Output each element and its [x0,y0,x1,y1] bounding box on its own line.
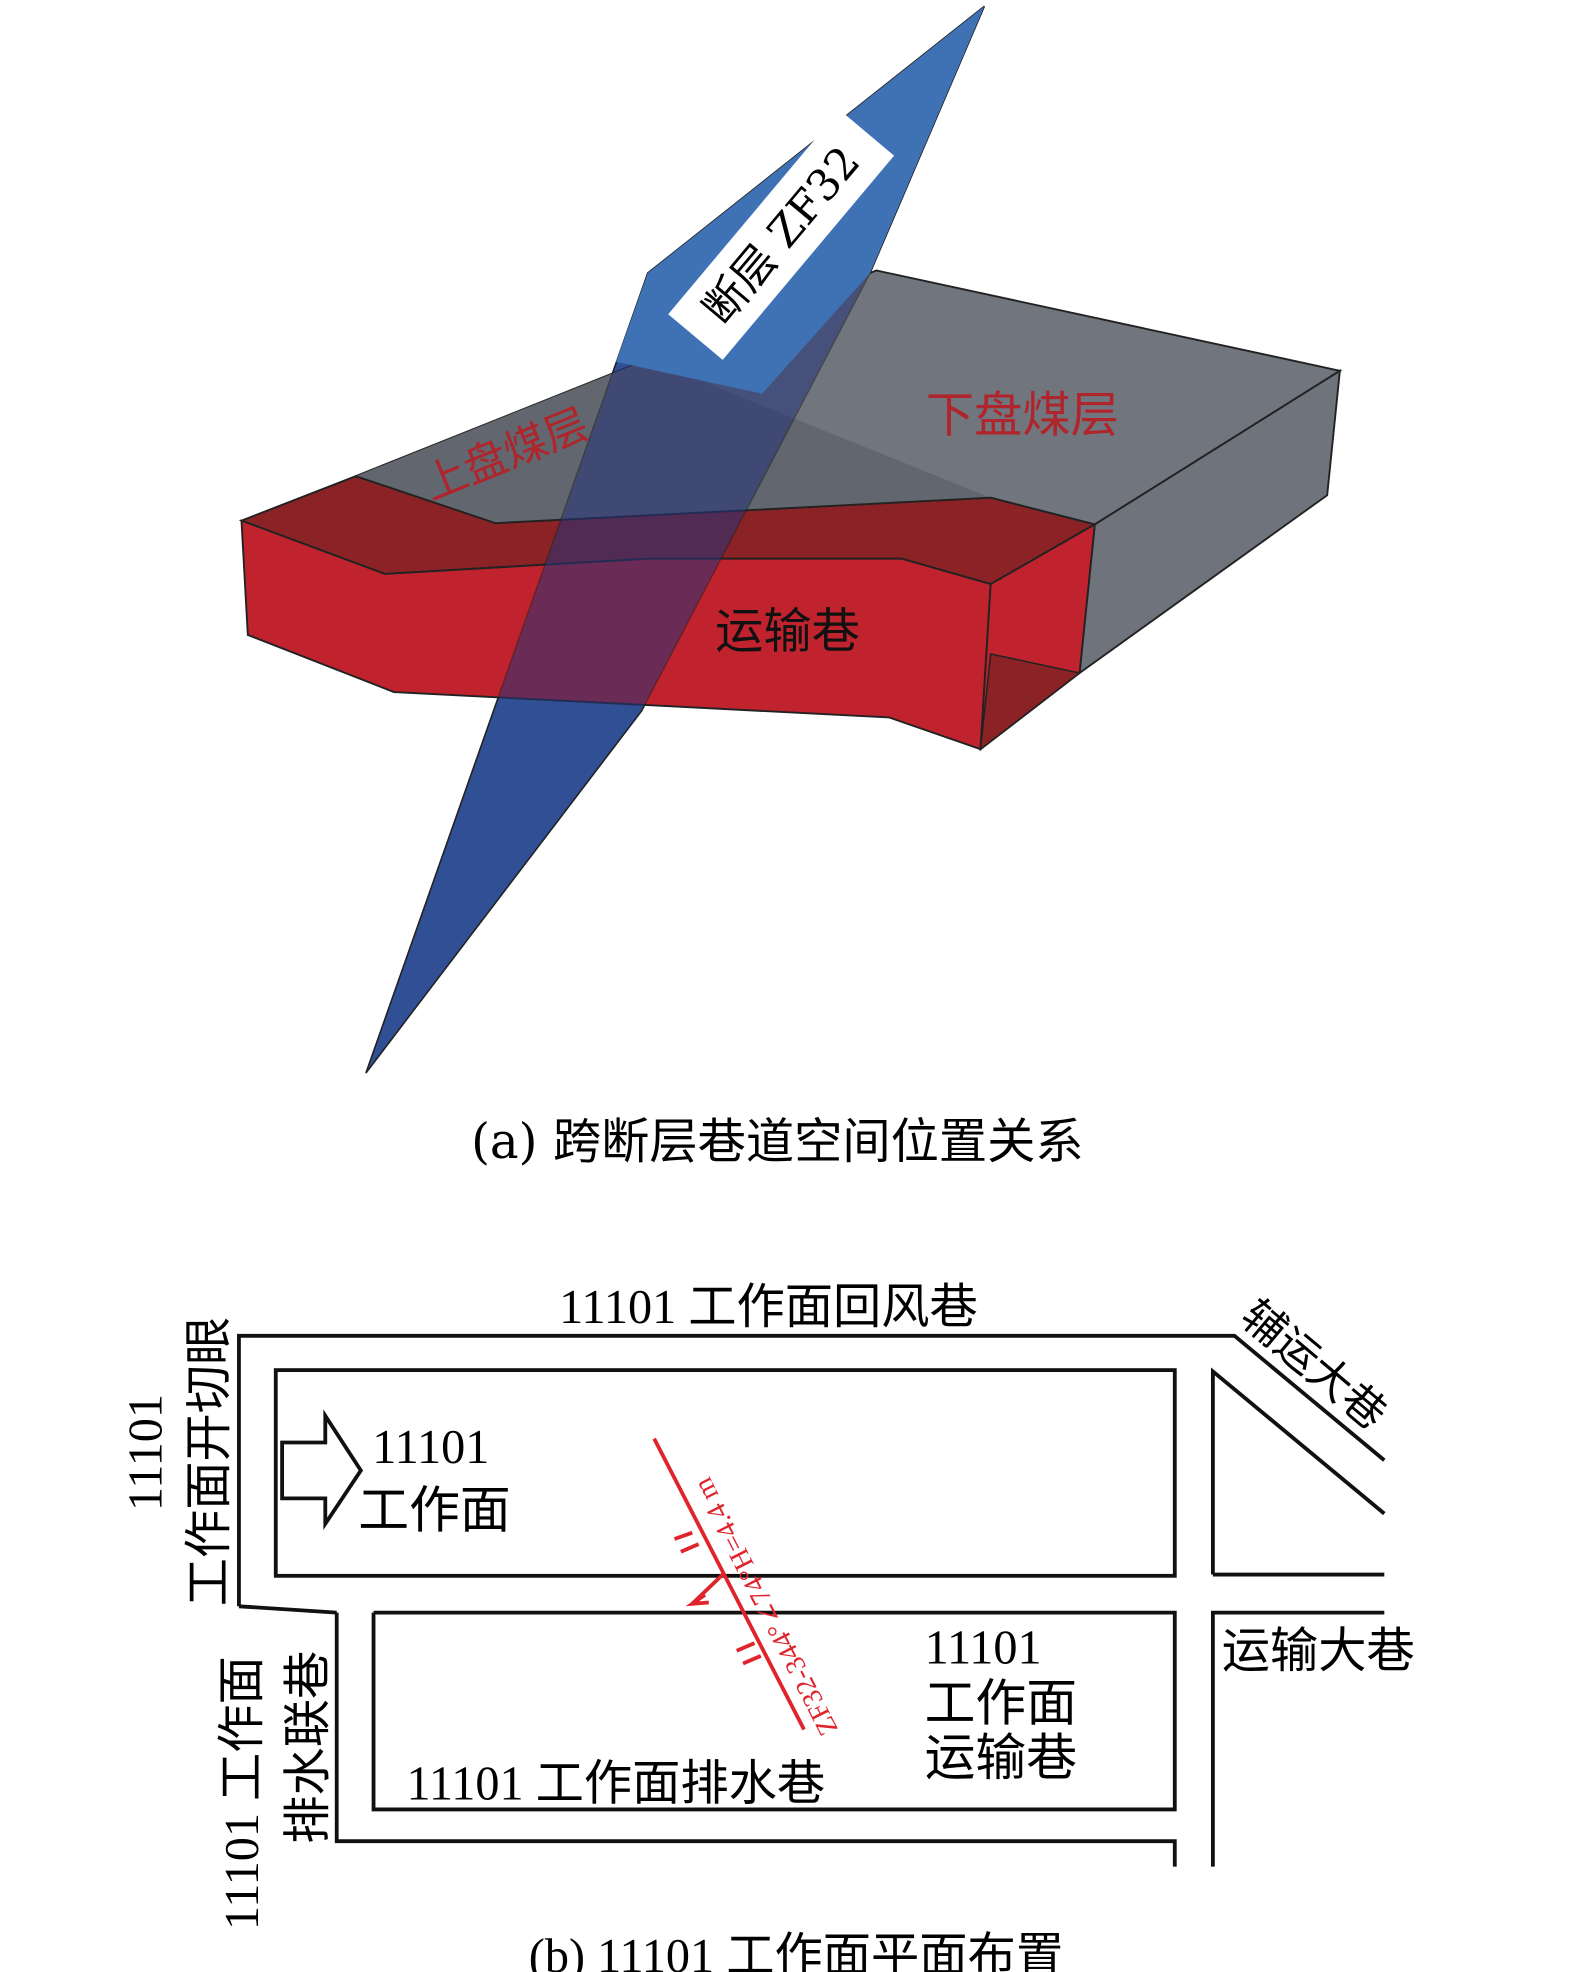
main-transport-label: 运输大巷 [1222,1623,1415,1679]
footwall-seam-label: 下盘煤层 [926,388,1119,444]
caption-b: (b) 11101 工作面平面布置 [529,1930,1064,1972]
caption-a: (a) 跨断层巷道空间位置关系 [471,1114,1084,1170]
aux-roadway-label: 辅运大巷 [1231,1291,1395,1440]
mining-direction-arrow [280,1409,364,1531]
drain-link-label-a: 11101 工作面 [216,1656,269,1930]
cut-hole-num: 11101 [119,1394,172,1511]
drain-link [334,1612,1177,1867]
diagram-3d: 断层 ZF32 上盘煤层 下盘煤层 运输巷 [238,5,1343,1074]
transport-face-label: 工作面 [925,1674,1077,1733]
face-label: 工作面 [358,1481,510,1540]
face-num: 11101 [372,1421,489,1474]
drain-roadway-label: 11101 工作面排水巷 [407,1757,826,1810]
return-airway-label: 11101 工作面回风巷 [559,1281,978,1334]
drain-link-outer [238,1604,337,1615]
transport-roadway-block [371,1610,1177,1812]
roadway-label: 运输巷 [715,604,860,660]
aux-roadway-inner [1210,1367,1386,1575]
cut-hole-label: 工作面开切眼 [181,1317,237,1606]
transport-roadway-label: 运输巷 [925,1728,1077,1787]
fault-annotation: ZF32-344°∠74°H=4.4 m [687,1472,844,1740]
main-transport [1210,1610,1385,1867]
drain-link-label-b: 排水联巷 [280,1651,336,1844]
return-airway-outer [237,1333,1386,1607]
fault-symbol [652,1437,806,1731]
roadway-end-floor [979,653,1082,751]
transport-face-num: 11101 [925,1621,1042,1674]
